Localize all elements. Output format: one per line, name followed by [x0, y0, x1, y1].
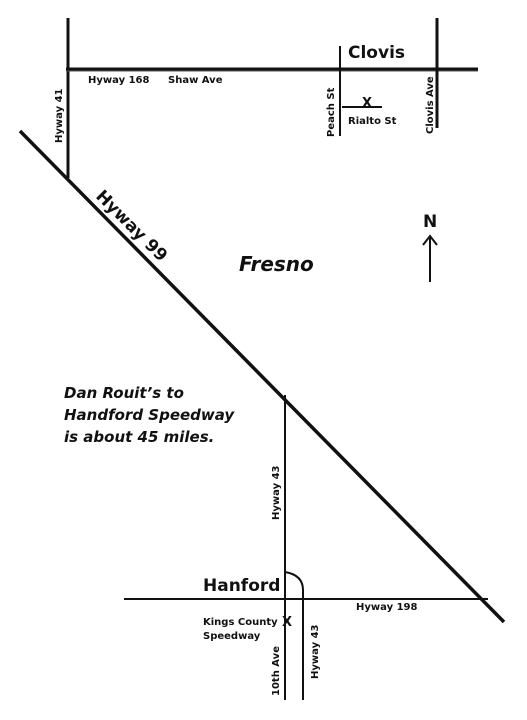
hyway-43-north-label: Hyway 43 — [271, 465, 282, 520]
hyway-43-south-label: Hyway 43 — [310, 624, 321, 679]
north-arrow-icon — [422, 234, 438, 246]
note-line3: is about 45 miles. — [64, 428, 214, 446]
speedway-marker: X — [282, 615, 292, 630]
hyway-168-label: Hyway 168 — [88, 75, 149, 86]
note-line1: Dan Rouit’s to — [64, 384, 184, 402]
rialto-st-label: Rialto St — [348, 116, 397, 127]
hyway-41-label: Hyway 41 — [54, 88, 65, 143]
speedway-label-line1: Kings County — [203, 617, 278, 628]
clovis-label: Clovis — [348, 43, 405, 63]
shaw-ave-label: Shaw Ave — [168, 75, 223, 86]
hyway-99-label: Hyway 99 — [91, 186, 171, 266]
rialto-marker: X — [362, 96, 372, 111]
note-line2: Handford Speedway — [64, 406, 235, 424]
north-label: N — [423, 212, 437, 232]
clovis-ave-label: Clovis Ave — [425, 76, 436, 134]
peach-st-label: Peach St — [326, 87, 337, 137]
tenth-ave-label: 10th Ave — [271, 646, 282, 696]
fresno-label: Fresno — [239, 252, 314, 276]
hyway-198-label: Hyway 198 — [356, 602, 417, 613]
hyway-43-curve — [284, 571, 304, 591]
hyway-99-road — [18, 129, 506, 624]
speedway-label-line2: Speedway — [203, 631, 261, 642]
hanford-label: Hanford — [203, 576, 280, 596]
